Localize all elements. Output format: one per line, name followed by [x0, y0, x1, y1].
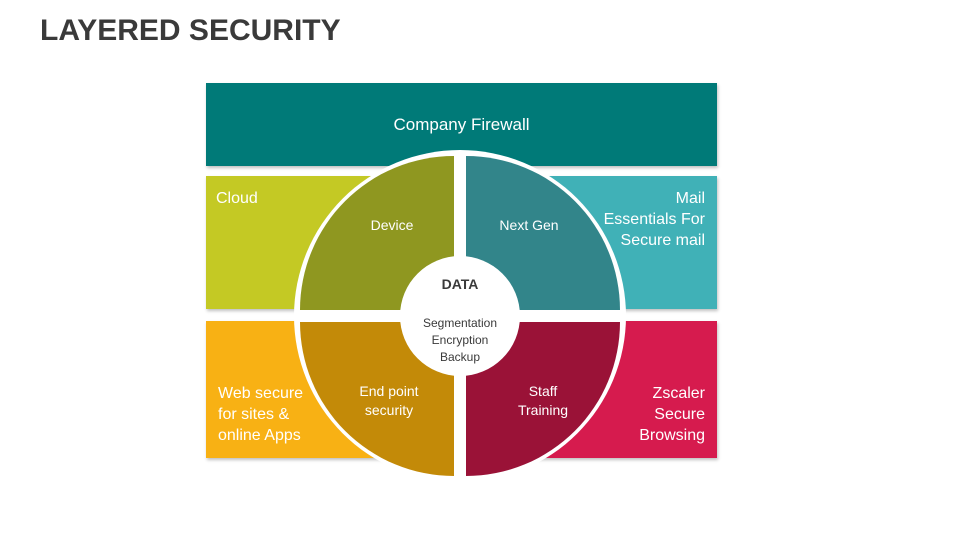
device-label: Device	[370, 217, 414, 233]
quadrant-endpoint	[300, 322, 454, 476]
data-items: Segmentation Encryption Backup	[400, 315, 520, 366]
staff-training-label: Staff Training	[517, 383, 569, 418]
zscaler-label: Zscaler Secure Browsing	[639, 385, 705, 444]
quadrant-staff	[466, 322, 620, 476]
quadrant-next-gen	[466, 156, 620, 310]
company-firewall-label: Company Firewall	[393, 115, 530, 134]
data-item: Backup	[439, 350, 481, 364]
center-data-circle	[400, 256, 520, 376]
next-gen-label: Next Gen	[499, 217, 559, 233]
page-title: LAYERED SECURITY	[40, 14, 341, 47]
data-title: DATA	[441, 276, 479, 292]
web-secure-label: Web secure for sites & online Apps	[218, 385, 304, 444]
quadrant-device	[300, 156, 454, 310]
data-item: Encryption	[431, 333, 489, 347]
cloud-label: Cloud	[216, 190, 258, 207]
endpoint-label: End point security	[359, 383, 419, 418]
mail-label: Mail Essentials For Secure mail	[603, 190, 705, 249]
data-item: Segmentation	[422, 316, 498, 330]
